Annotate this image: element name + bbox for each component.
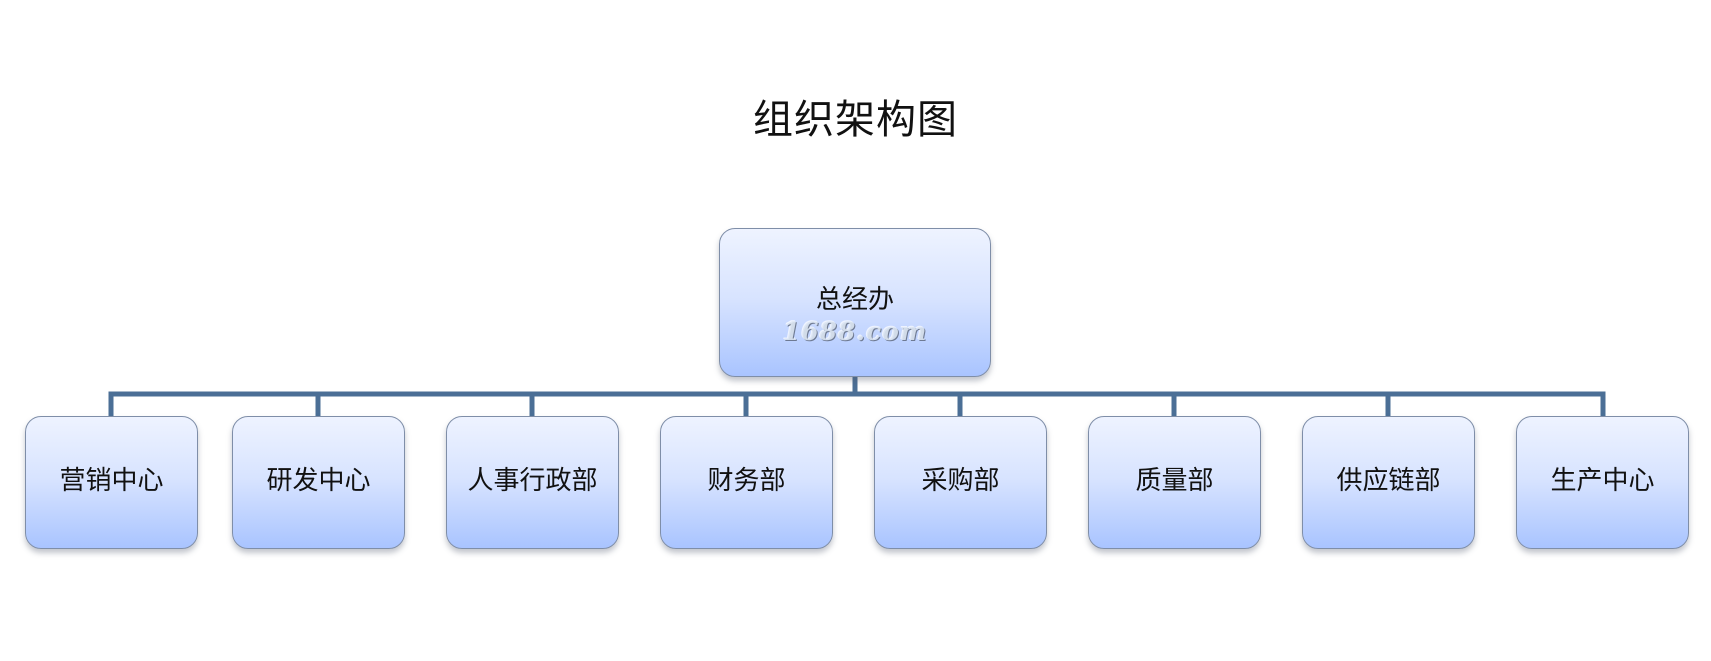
root-node-label: 总经办 bbox=[815, 285, 894, 315]
department-label: 供应链部 bbox=[1336, 466, 1441, 496]
department-label: 生产中心 bbox=[1550, 466, 1655, 496]
department-label: 采购部 bbox=[921, 466, 1000, 496]
root-node-general-office: 总经办 1688.com bbox=[719, 228, 991, 377]
department-label: 质量部 bbox=[1135, 466, 1214, 496]
department-node-supply-chain: 供应链部 bbox=[1302, 416, 1475, 549]
department-node-production: 生产中心 bbox=[1516, 416, 1689, 549]
department-node-procurement: 采购部 bbox=[874, 416, 1047, 549]
department-label: 营销中心 bbox=[59, 466, 164, 496]
department-node-hr-admin: 人事行政部 bbox=[446, 416, 619, 549]
department-node-quality: 质量部 bbox=[1088, 416, 1261, 549]
department-label: 研发中心 bbox=[266, 466, 371, 496]
department-label: 人事行政部 bbox=[467, 466, 598, 496]
department-node-marketing: 营销中心 bbox=[25, 416, 198, 549]
department-label: 财务部 bbox=[707, 466, 786, 496]
department-node-finance: 财务部 bbox=[660, 416, 833, 549]
watermark-text: 1688.com bbox=[782, 317, 928, 346]
department-node-rnd: 研发中心 bbox=[232, 416, 405, 549]
page-title: 组织架构图 bbox=[753, 97, 958, 143]
